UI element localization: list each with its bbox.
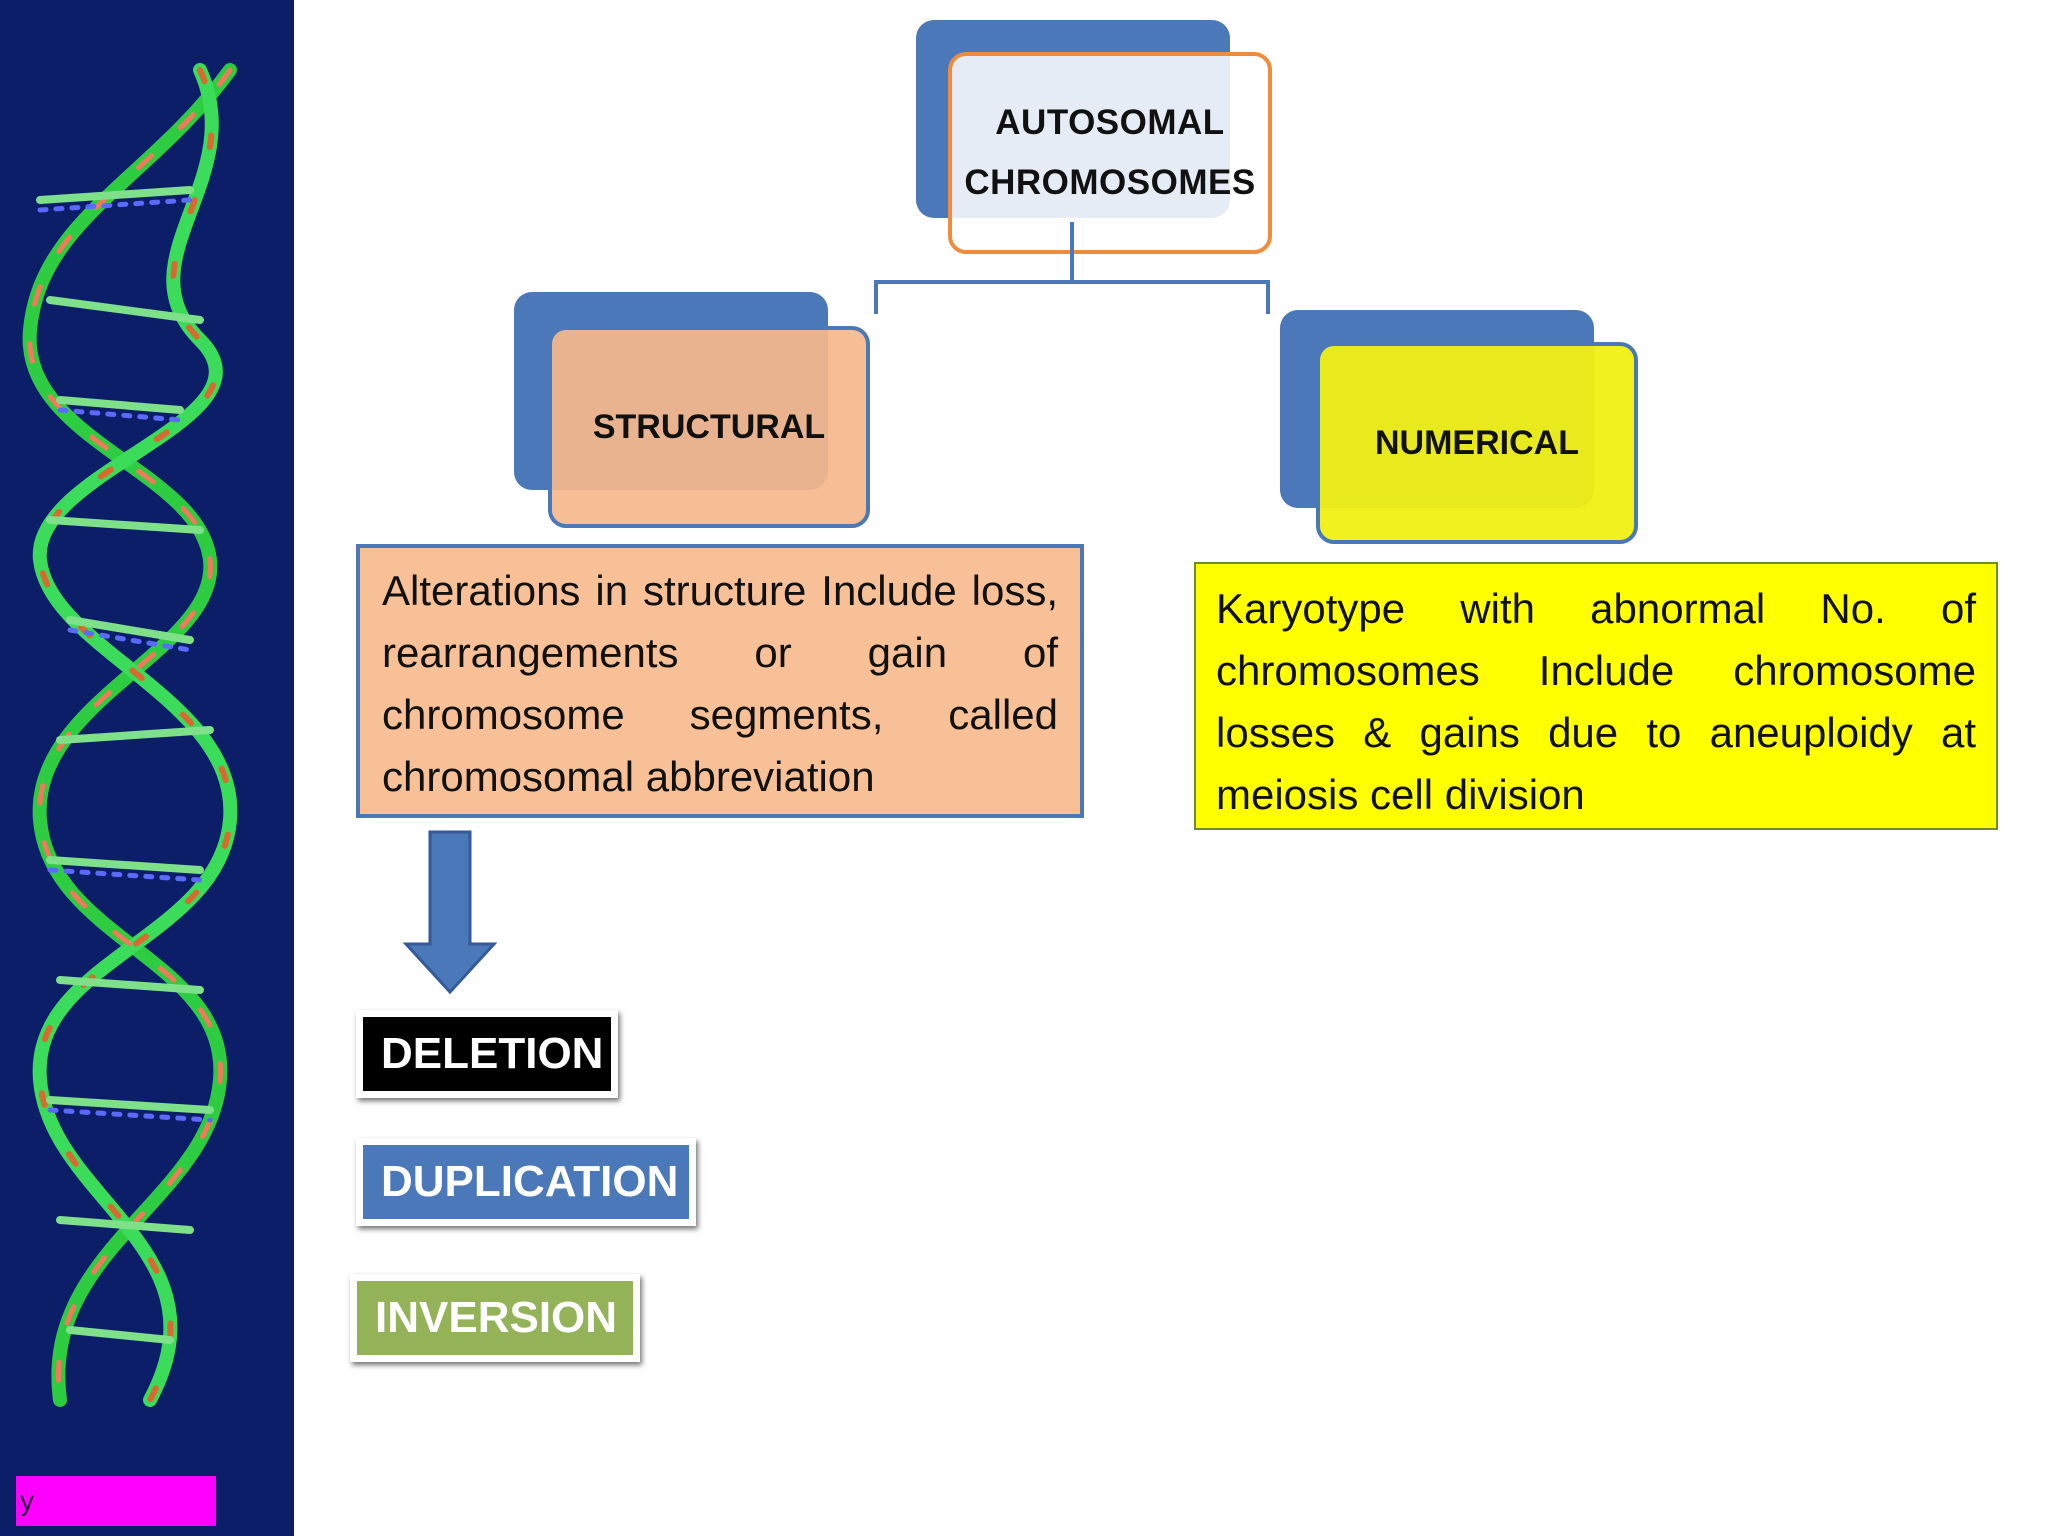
connector-bar: [874, 280, 1270, 284]
root-title-line1: AUTOSOMAL: [995, 103, 1225, 142]
numerical-description: Karyotype with abnormal No. of chromosom…: [1194, 562, 1998, 830]
down-arrow-icon: [402, 830, 498, 995]
root-node-autosomal-chromosomes: AUTOSOMAL CHROMOSOMES: [948, 52, 1272, 254]
structural-description: Alterations in structure Include loss, r…: [356, 544, 1084, 818]
inversion-label: INVERSION: [350, 1274, 640, 1362]
connector-left-drop: [874, 280, 878, 314]
connector-stem: [1070, 222, 1074, 282]
connector-right-drop: [1266, 280, 1270, 314]
sidebar-panel: y: [0, 0, 294, 1536]
numerical-label: NUMERICAL: [1375, 423, 1579, 462]
deletion-label: DELETION: [356, 1010, 618, 1098]
numerical-node: NUMERICAL: [1316, 342, 1638, 544]
dna-helix-image: [22, 63, 238, 1407]
footer-tag: y: [16, 1476, 216, 1526]
structural-label: STRUCTURAL: [592, 407, 826, 446]
root-title-line2: CHROMOSOMES: [964, 163, 1256, 202]
structural-node: STRUCTURAL: [548, 326, 870, 528]
duplication-label: DUPLICATION: [356, 1138, 696, 1226]
